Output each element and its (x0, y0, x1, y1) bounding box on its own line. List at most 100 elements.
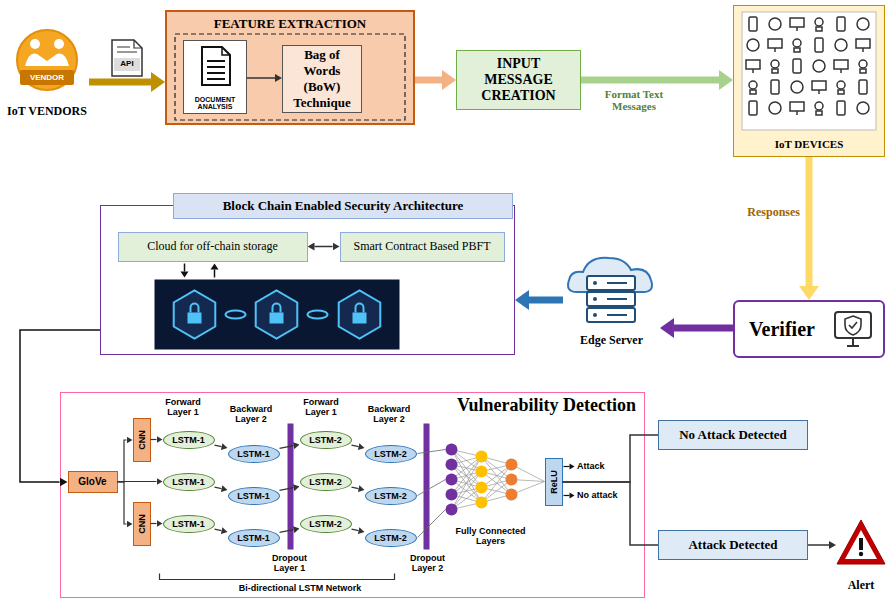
connector (581, 77, 719, 84)
connector (806, 157, 813, 286)
connector (808, 544, 829, 546)
connector (563, 435, 659, 482)
node-text: CNN (137, 514, 147, 534)
node-text: LSTM-2 (374, 449, 407, 459)
node-text: LSTM-1 (172, 435, 205, 445)
connector (315, 246, 333, 248)
vendor-node: VENDOR IoT VENDORS (5, 28, 89, 132)
label-text: Dropout Layer 1 (262, 553, 317, 573)
process-box: INPUT MESSAGE CREATION (456, 50, 581, 110)
node-text: INPUT MESSAGE CREATION (461, 56, 576, 104)
node-text: CNN (137, 430, 147, 450)
node-text: LSTM-1 (237, 491, 270, 501)
cnn-box: CNN (133, 418, 151, 462)
label-text: Bi-directional LSTM Network (190, 583, 410, 593)
label-text: Backward Layer 2 (360, 404, 418, 424)
node-text: Edge Server (580, 333, 643, 348)
connector (415, 77, 442, 84)
edge-label: Format Text Messages (592, 88, 676, 112)
node-text: Verifier (749, 318, 815, 341)
connector (352, 445, 359, 447)
node-text: Cloud for off-chain storage (147, 239, 278, 254)
label-text: Dropout Layer 2 (400, 553, 455, 573)
edge-server-node: Edge Server (563, 252, 660, 350)
node-text: LSTM-1 (172, 477, 205, 487)
node-text: Vulnerability Detection (454, 395, 639, 416)
node-text: LSTM-1 (237, 533, 270, 543)
process-box: Smart Contract Based PBFT (340, 232, 505, 262)
document-analysis-box: DOCUMENT ANALYSIS (183, 40, 247, 114)
edge-label: Responses (726, 205, 800, 220)
connector (280, 488, 294, 491)
connector (563, 482, 659, 545)
connector (674, 325, 733, 332)
label-text: No attack (577, 490, 627, 500)
lstm-cell: LSTM-1 (228, 445, 280, 463)
lstm-cell: LSTM-2 (365, 529, 417, 547)
process-box: Bag of Words (BoW) Technique (282, 45, 362, 113)
node-text: LSTM-1 (237, 449, 270, 459)
label-text: Attack (577, 461, 627, 471)
vulnerability-detection-container: Vulnerability DetectionGloVeCNNCNNLSTM-1… (60, 392, 645, 598)
connector (215, 529, 222, 531)
node-text: Block Chain Enabled Security Architectur… (173, 193, 513, 219)
iot-icon (734, 6, 884, 156)
api-document-icon (112, 40, 142, 76)
connector (118, 482, 127, 524)
connector (215, 445, 222, 447)
lstm-cell: LSTM-1 (228, 487, 280, 505)
connector (280, 446, 294, 449)
label-text: Forward Layer 1 (296, 397, 346, 417)
node-text: LSTM-2 (309, 519, 342, 529)
verifier-box: Verifier (733, 300, 885, 358)
label-text: Fully Connected Layers (448, 526, 533, 546)
node-text: Smart Contract Based PBFT (354, 239, 491, 254)
connector (280, 530, 294, 533)
lstm-cell: LSTM-2 (365, 487, 417, 505)
node-text: IoT DEVICES (775, 138, 844, 150)
result-box: Attack Detected (658, 530, 808, 560)
node-text: FEATURE EXTRACTION (214, 16, 367, 32)
cnn-box: CNN (133, 502, 151, 546)
lstm-cell: LSTM-2 (300, 473, 352, 491)
node-text: LSTM-2 (309, 435, 342, 445)
alert-node: Alert (836, 518, 886, 594)
node-text: LSTM-2 (374, 491, 407, 501)
node-text: IoT VENDORS (7, 104, 87, 119)
lstm-cell: LSTM-1 (228, 529, 280, 547)
node-text: No Attack Detected (679, 427, 787, 443)
connector (352, 487, 359, 489)
node-text: Alert (848, 578, 875, 593)
glove-box: GloVe (68, 471, 118, 493)
connector (89, 79, 151, 86)
relu-box: ReLU (545, 458, 563, 506)
connector (215, 487, 222, 489)
iot-devices-box: IoT DEVICES (733, 5, 885, 157)
label-text: Forward Layer 1 (158, 397, 208, 417)
lstm-cell: LSTM-2 (365, 445, 417, 463)
process-box: Cloud for off-chain storage (118, 232, 308, 262)
connector (118, 481, 157, 482)
node-text: GloVe (78, 476, 106, 487)
feature-extraction-box: FEATURE EXTRACTION DOCUMENT ANALYSIS Bag o… (165, 10, 415, 125)
node-text: DOCUMENT ANALYSIS (186, 96, 244, 110)
lstm-cell: LSTM-2 (300, 431, 352, 449)
chain-icon (101, 206, 514, 354)
node-text: Attack Detected (688, 537, 777, 553)
connector (151, 523, 157, 524)
node-text: Bag of Words (BoW) Technique (286, 47, 358, 111)
connector (151, 439, 157, 440)
lstm-cell: LSTM-1 (163, 431, 215, 449)
lstm-cell: LSTM-2 (300, 515, 352, 533)
blockchain-container: Block Chain Enabled Security Architectur… (100, 205, 515, 355)
result-box: No Attack Detected (658, 420, 808, 450)
lstm-cell: LSTM-1 (163, 515, 215, 533)
node-text: ReLU (549, 470, 559, 494)
connector (118, 440, 127, 482)
label-text: API (112, 59, 142, 68)
node-text: VENDOR (30, 73, 64, 82)
node-text: LSTM-1 (172, 519, 205, 529)
connector (529, 297, 563, 304)
lstm-cell: LSTM-1 (163, 473, 215, 491)
